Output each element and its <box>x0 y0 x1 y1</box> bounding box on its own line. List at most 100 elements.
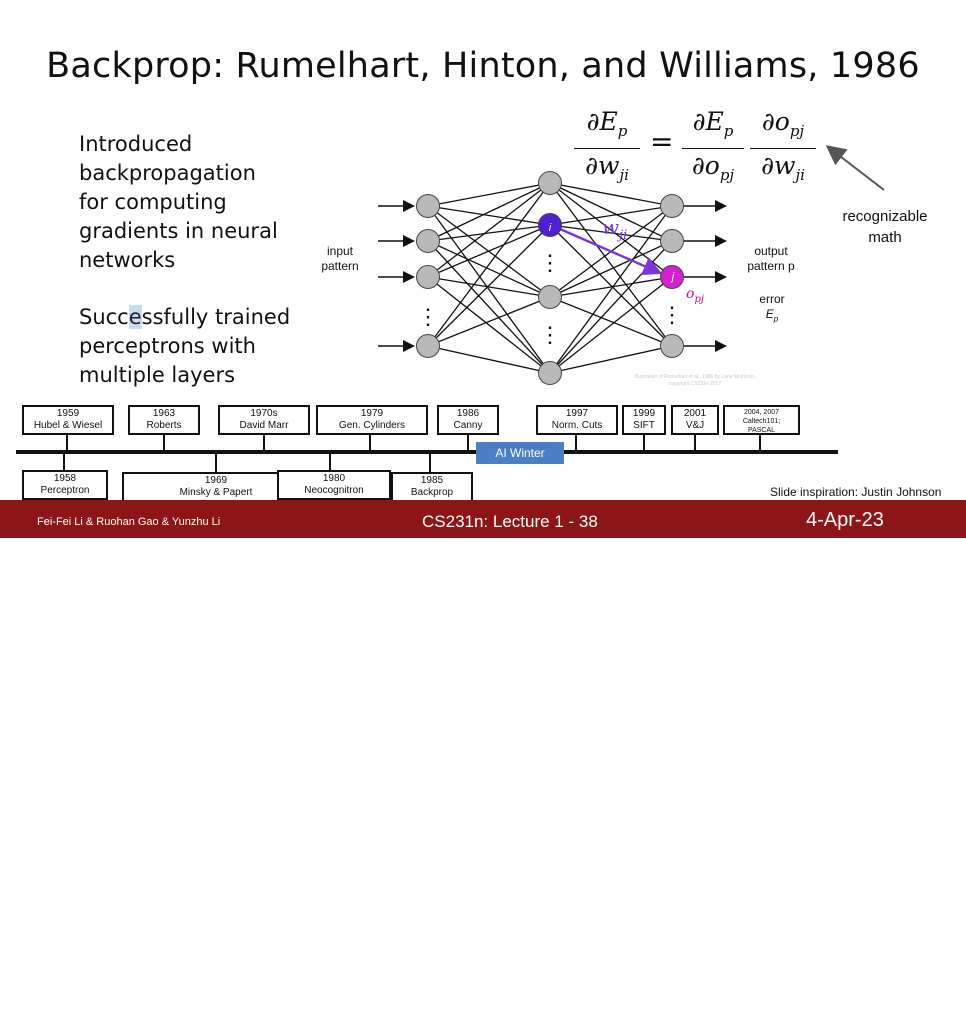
timeline-year: 2001 <box>683 408 707 419</box>
error-symbol: Ep <box>765 307 779 324</box>
slide-inspiration: Slide inspiration: Justin Johnson <box>770 485 942 499</box>
bullet2-line: multiple layers <box>79 363 236 387</box>
hidden-node <box>538 285 562 309</box>
hidden-node <box>538 171 562 195</box>
bullet-backprop-intro: Introduced backpropagation for computing… <box>79 130 309 275</box>
neural-network-diagram: i j wji opj ⋮ ⋮ ⋮ ⋮ <box>378 171 727 385</box>
ai-winter-badge: AI Winter <box>476 442 564 464</box>
watermark: CSDN @清风等雨 <box>812 1013 918 1028</box>
connection-edge <box>427 240 551 374</box>
connection-edge <box>549 205 673 374</box>
timeline-event-name: Minsky & Papert <box>179 487 253 498</box>
timeline-event-name: SIFT <box>633 420 655 431</box>
bullet2-text: ssfully trained <box>141 305 291 329</box>
timeline-year: 1959 <box>56 408 80 419</box>
hidden-dots-upper: ⋮ <box>539 250 561 275</box>
input-pattern-label: input pattern <box>313 244 367 274</box>
hidden-node-i <box>538 213 562 237</box>
connection-edge <box>427 182 551 278</box>
timeline-axis <box>16 450 838 454</box>
bullet2-line: perceptrons with <box>79 334 256 358</box>
timeline-year: 1986 <box>456 408 480 419</box>
node-j-label: j <box>670 271 675 283</box>
connection-edge <box>549 276 673 374</box>
text-selection-highlight: e <box>128 305 142 329</box>
timeline-event-name: V&J <box>685 420 705 431</box>
output-pattern-label: output pattern p <box>738 244 804 274</box>
timeline-event-name: Neocognitron <box>304 485 364 496</box>
equals-sign: = <box>650 125 674 158</box>
timeline-connectors <box>63 434 761 472</box>
slide-title: Backprop: Rumelhart, Hinton, and William… <box>46 46 920 86</box>
connection-edge <box>549 182 673 242</box>
hidden-dots-lower: ⋮ <box>539 322 561 347</box>
timeline-year: 1979 <box>360 408 384 419</box>
recognizable-line: recognizable <box>842 208 928 225</box>
output-node <box>660 229 684 253</box>
input-dots: ⋮ <box>417 304 439 329</box>
connection-edge <box>427 224 551 347</box>
timeline-event-name: Gen. Cylinders <box>338 420 406 431</box>
footer-lecture: CS231n: Lecture 1 - 38 <box>422 512 598 531</box>
input-node <box>416 334 440 358</box>
connection-edge <box>549 224 673 347</box>
bullet1-line: gradients in neural <box>79 219 278 243</box>
bullet1-line: Introduced <box>79 132 193 156</box>
timeline-year: 1999 <box>632 408 656 419</box>
connection-edge <box>427 182 551 207</box>
connection-edge <box>427 240 551 298</box>
slide: Backprop: Rumelhart, Hinton, and William… <box>16 46 942 502</box>
timeline-year: 1958 <box>53 473 77 484</box>
footer-authors: Fei-Fei Li & Ruohan Gao & Yunzhu Li <box>37 516 221 528</box>
connection-edge <box>549 345 673 374</box>
timeline-event-name: Hubel & Wiesel <box>33 420 103 431</box>
input-node <box>416 194 440 218</box>
credit-line: copyright CS231n 2017 <box>668 381 722 387</box>
footer-bar: Fei-Fei Li & Ruohan Gao & Yunzhu Li CS23… <box>0 500 966 1028</box>
bullet1-line: networks <box>79 248 176 272</box>
recognizable-line: math <box>868 229 902 246</box>
output-label-line: output <box>754 244 788 258</box>
weight-label: wji <box>602 215 627 243</box>
bullet1-line: for computing <box>79 190 227 214</box>
timeline-year: 1969 <box>204 475 228 486</box>
output-node <box>660 194 684 218</box>
recognizable-math-label: recognizable math <box>832 206 938 248</box>
input-label-line: pattern <box>321 259 359 273</box>
node-i-label: i <box>549 222 552 234</box>
chain-rule-equation: ∂Ep ∂wji = ∂Ep ∂opj ∂opj ∂wji <box>566 103 836 184</box>
timeline-year: 2004, 2007 <box>743 409 780 416</box>
output-node-j <box>660 265 684 289</box>
bullet-trained-perceptrons: Successfully trained perceptrons with mu… <box>79 303 309 390</box>
connection-edge <box>427 345 551 374</box>
timeline-event-name: Roberts <box>146 420 182 431</box>
timeline-event-name: PASCAL <box>747 427 776 434</box>
connection-edge <box>427 224 551 278</box>
bullet2-text: Succ <box>79 305 129 329</box>
connection-edge <box>549 182 673 347</box>
timeline-event-name: David Marr <box>239 420 289 431</box>
error-label: error Ep <box>748 292 796 326</box>
fraction-dEp-dopj: ∂Ep ∂opj <box>682 107 744 190</box>
recognizable-math-arrow <box>825 145 885 191</box>
connection-edge <box>427 276 551 298</box>
input-node <box>416 265 440 289</box>
timeline-year: 1970s <box>250 408 278 419</box>
timeline-event-name: Norm. Cuts <box>551 420 603 431</box>
timeline-event-name: Perceptron <box>40 485 90 496</box>
timeline-year: 1997 <box>565 408 589 419</box>
connection-edge <box>549 240 673 298</box>
weight-edge-ij <box>559 227 663 276</box>
output-dots: ⋮ <box>661 302 683 327</box>
connection-edge <box>549 276 673 298</box>
